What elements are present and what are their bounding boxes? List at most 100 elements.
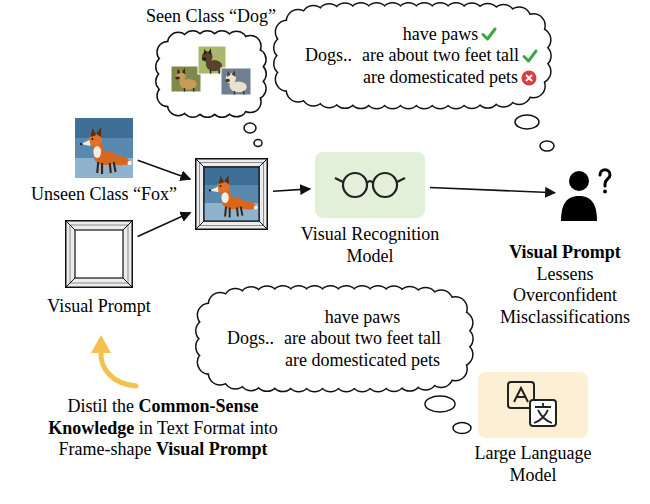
prompted-image [195,158,268,230]
fox-photo-part [219,175,229,184]
cross-mark-part [526,75,532,81]
bubble-line: have paws [325,307,400,329]
arrow-connector [138,160,191,179]
arrow-connector [138,213,191,237]
thought-tail [244,115,554,434]
fox-photo-part [75,118,133,178]
bubble-line-text: are domesticated pets [285,350,440,370]
knowledge-thought-bubble: Dogs..have pawsare about two feet tallar… [273,2,552,109]
fox-photo-part [93,146,101,158]
check-mark [481,26,497,42]
unseen-class-image-shape [75,118,133,178]
dog-photo-part [211,70,220,74]
cloud-outline-part [285,15,539,97]
dog-photo-part [185,88,194,91]
dog-photo-part [202,57,206,60]
glasses-icon-part [335,178,405,183]
translate-icon-part [514,388,528,402]
node-label: Large Language Model [463,443,603,486]
bubble-line: have paws [403,24,478,46]
llm-thought-bubble: Dogs.. have pawsare about two feet tallar… [195,285,474,392]
dog-photo-part [171,66,201,92]
node-label: Unseen Class “Fox” [14,184,194,206]
fox-photo-part [204,167,259,221]
cloud-outline [157,32,266,117]
node-caption: Visual PromptLessens Overconfident Miscl… [486,242,644,328]
bubble-line: are domesticated pets [363,67,518,89]
distil-note: Distil the Common-Sense Knowledge in Tex… [28,396,298,461]
glasses-icon [335,173,405,197]
dog-photos [171,46,251,95]
bubble-text: Dogs..have pawsare about two feet tallar… [305,24,519,89]
fox-photo-part [91,138,93,140]
thought-tail-dot [515,115,539,129]
dog-photo [221,68,251,95]
frame-border-part [66,221,133,288]
seen-class-thought-cloud: Seen Class “Dog” [155,30,267,118]
thought-tail-dot [540,141,554,151]
language-model-box-shape [478,372,588,438]
dog-photo-part [204,48,212,55]
arrow-connector [430,188,555,193]
frame-border-part [204,167,259,221]
fox-photo-part [210,187,219,192]
bubble-subject-text: Dogs.. [227,328,274,350]
bubble-line-text: are about two feet tall [284,328,441,348]
frame-border [196,159,268,230]
check-mark-part [524,51,536,61]
person-icon-part [603,190,607,194]
fox-photo-part [127,161,131,165]
frame-border-part [66,221,132,287]
prompted-image-shape [195,158,268,230]
fox-photo-part [81,140,91,146]
cross-mark-part [521,70,536,85]
bubble-line-text: have paws [325,307,400,327]
language-model-box: Large Language Model [478,372,588,438]
frame-border-part [200,163,264,226]
user-icon: Visual PromptLessens Overconfident Miscl… [560,166,612,222]
node-caption: Visual Prompt [29,296,169,318]
thought-tail-dot [425,396,455,412]
unseen-class-image: Unseen Class “Fox” [75,118,133,178]
cloud-outline-part [167,42,256,107]
cross-mark [521,70,537,86]
node-label: Visual Prompt [29,296,169,318]
thought-tail-dot [453,423,471,434]
person-icon-part [569,171,589,191]
glasses-icon-part [373,173,397,197]
dog-photo-part [225,79,230,82]
node-caption: Large Language Model [463,443,603,486]
note-text: Visual Prompt [156,439,268,459]
fox-photo-part [97,162,115,174]
note-text: Distil the [68,396,135,416]
person-icon-part [561,196,597,221]
recognition-model-box: Visual Recognition Model [315,152,425,218]
frame-border-part [196,159,268,230]
dog-photo-part [175,76,180,79]
fox-photo-part [75,138,133,158]
fox-photo [75,118,133,178]
arrow-connector [273,189,310,191]
node-label: Visual Prompt [486,242,644,264]
fox-photo-part [209,189,211,191]
thought-tail-dot [254,140,262,147]
bubble-text: Dogs.. have pawsare about two feet tallar… [227,307,441,372]
cloud-outline-part [207,298,461,380]
cloud-outline [196,287,472,391]
translate-icon-part [530,400,556,426]
person-icon-part [600,170,610,186]
frame-border [66,221,133,288]
dog-photo [171,66,201,92]
node-label: Lessens Overconfident Misclassifications [486,264,644,329]
fox-photo-part [225,207,242,218]
translate-icon-part [534,403,552,423]
translate-icon [508,382,556,426]
node-caption: Unseen Class “Fox” [14,184,194,206]
bubble-lines: have pawsare about two feet tallare dome… [284,307,441,372]
fox-photo-part [221,192,228,203]
fox-photo-part [80,143,82,145]
fox-photo-part [220,185,222,187]
bubble-line: are about two feet tall [362,45,519,67]
dog-photo-part [221,68,251,95]
